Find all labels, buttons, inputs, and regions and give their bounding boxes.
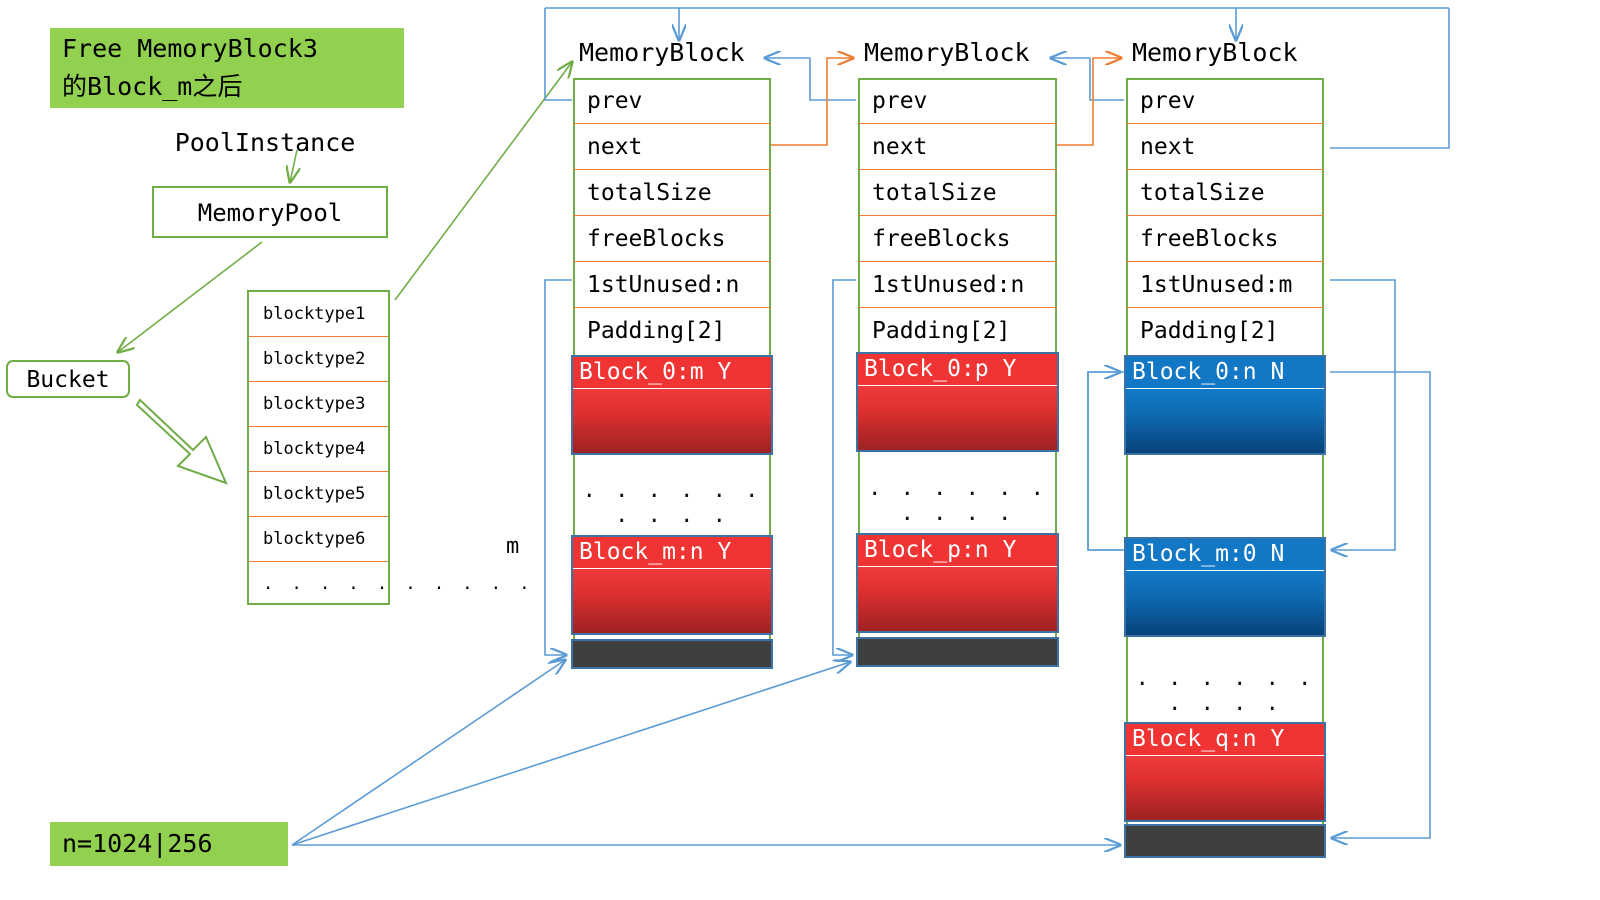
memory-block-entry[interactable]: Block_q:n Y [1124,722,1326,822]
memory-block-entry-label: Block_q:n Y [1126,724,1324,756]
field-row[interactable]: totalSize [573,170,771,216]
memory-block-title: MemoryBlock [1132,38,1298,67]
block-unused-tail[interactable] [571,639,773,669]
pool-instance-label: PoolInstance [174,128,356,157]
field-row[interactable]: 1stUnused:n [858,262,1057,308]
memory-block-entry-body [573,569,771,633]
title-line-1: Free MemoryBlock3 [62,34,318,63]
field-row[interactable]: Padding[2] [872,318,1011,344]
memory-block-entry-body [1126,571,1324,635]
blocktype-row[interactable]: blocktype6 [249,517,388,562]
m-offset-label: m [506,534,520,559]
field-row[interactable]: prev [573,78,771,124]
memory-block-entry-body [858,386,1057,450]
memory-block-entry[interactable]: Block_0:p Y [856,352,1059,452]
bucket-expand-arrow [135,398,228,485]
field-row[interactable]: freeBlocks [858,216,1057,262]
memory-block-entry-label: Block_m:0 N [1126,539,1324,571]
blocktype-row[interactable]: blocktype2 [249,337,388,382]
memory-block-title: MemoryBlock [579,38,745,67]
memory-block-entry-label: Block_0:n N [1126,357,1324,389]
field-row[interactable]: next [858,124,1057,170]
field-row[interactable]: Padding[2] [587,318,726,344]
n-size-banner: n=1024|256 [50,822,288,866]
memory-block-entry-body [1126,756,1324,820]
blocktype-row[interactable]: blocktype5 [249,472,388,517]
blocktype-row[interactable]: blocktype1 [249,292,388,337]
blocktype-row[interactable]: . . . . . . . . . . [263,574,534,594]
blocktype-row[interactable]: blocktype3 [249,382,388,427]
block-unused-tail[interactable] [856,637,1059,667]
block-ellipsis: . . . . . . . . . . [582,478,762,528]
field-row[interactable]: 1stUnused:m [1126,262,1324,308]
memory-block-entry-label: Block_0:m Y [573,357,771,389]
field-row[interactable]: 1stUnused:n [573,262,771,308]
memorypool-box[interactable]: MemoryPool [152,186,388,238]
title-line-2: 的Block_m之后 [62,72,243,101]
memory-block-entry-body [573,389,771,453]
field-row[interactable]: next [573,124,771,170]
field-row[interactable]: prev [858,78,1057,124]
n-size-wires [291,660,1120,845]
block-ellipsis: . . . . . . . . . . [868,476,1047,526]
field-row[interactable]: totalSize [858,170,1057,216]
memory-block-title: MemoryBlock [864,38,1030,67]
memory-block-entry-label: Block_p:n Y [858,535,1057,567]
memory-block-entry[interactable]: Block_m:n Y [571,535,773,635]
memory-block-entry-body [858,567,1057,631]
blocktype-row[interactable]: blocktype4 [249,427,388,472]
memory-block-entry-label: Block_m:n Y [573,537,771,569]
title-banner: Free MemoryBlock3 的Block_m之后 [50,28,404,108]
memory-block-entry[interactable]: Block_0:n N [1124,355,1326,455]
field-row[interactable]: totalSize [1126,170,1324,216]
memory-block-entry[interactable]: Block_0:m Y [571,355,773,455]
block-unused-tail[interactable] [1124,824,1326,858]
memory-block-entry-label: Block_0:p Y [858,354,1057,386]
field-row[interactable]: prev [1126,78,1324,124]
field-row[interactable]: freeBlocks [573,216,771,262]
field-row[interactable]: Padding[2] [1140,318,1279,344]
field-row[interactable]: next [1126,124,1324,170]
field-row[interactable]: freeBlocks [1126,216,1324,262]
memory-block-entry-body [1126,389,1324,453]
memory-block-entry[interactable]: Block_p:n Y [856,533,1059,633]
bucket-box[interactable]: Bucket [6,360,130,398]
block-ellipsis: . . . . . . . . . . [1135,666,1315,716]
memory-block-entry[interactable]: Block_m:0 N [1124,537,1326,637]
